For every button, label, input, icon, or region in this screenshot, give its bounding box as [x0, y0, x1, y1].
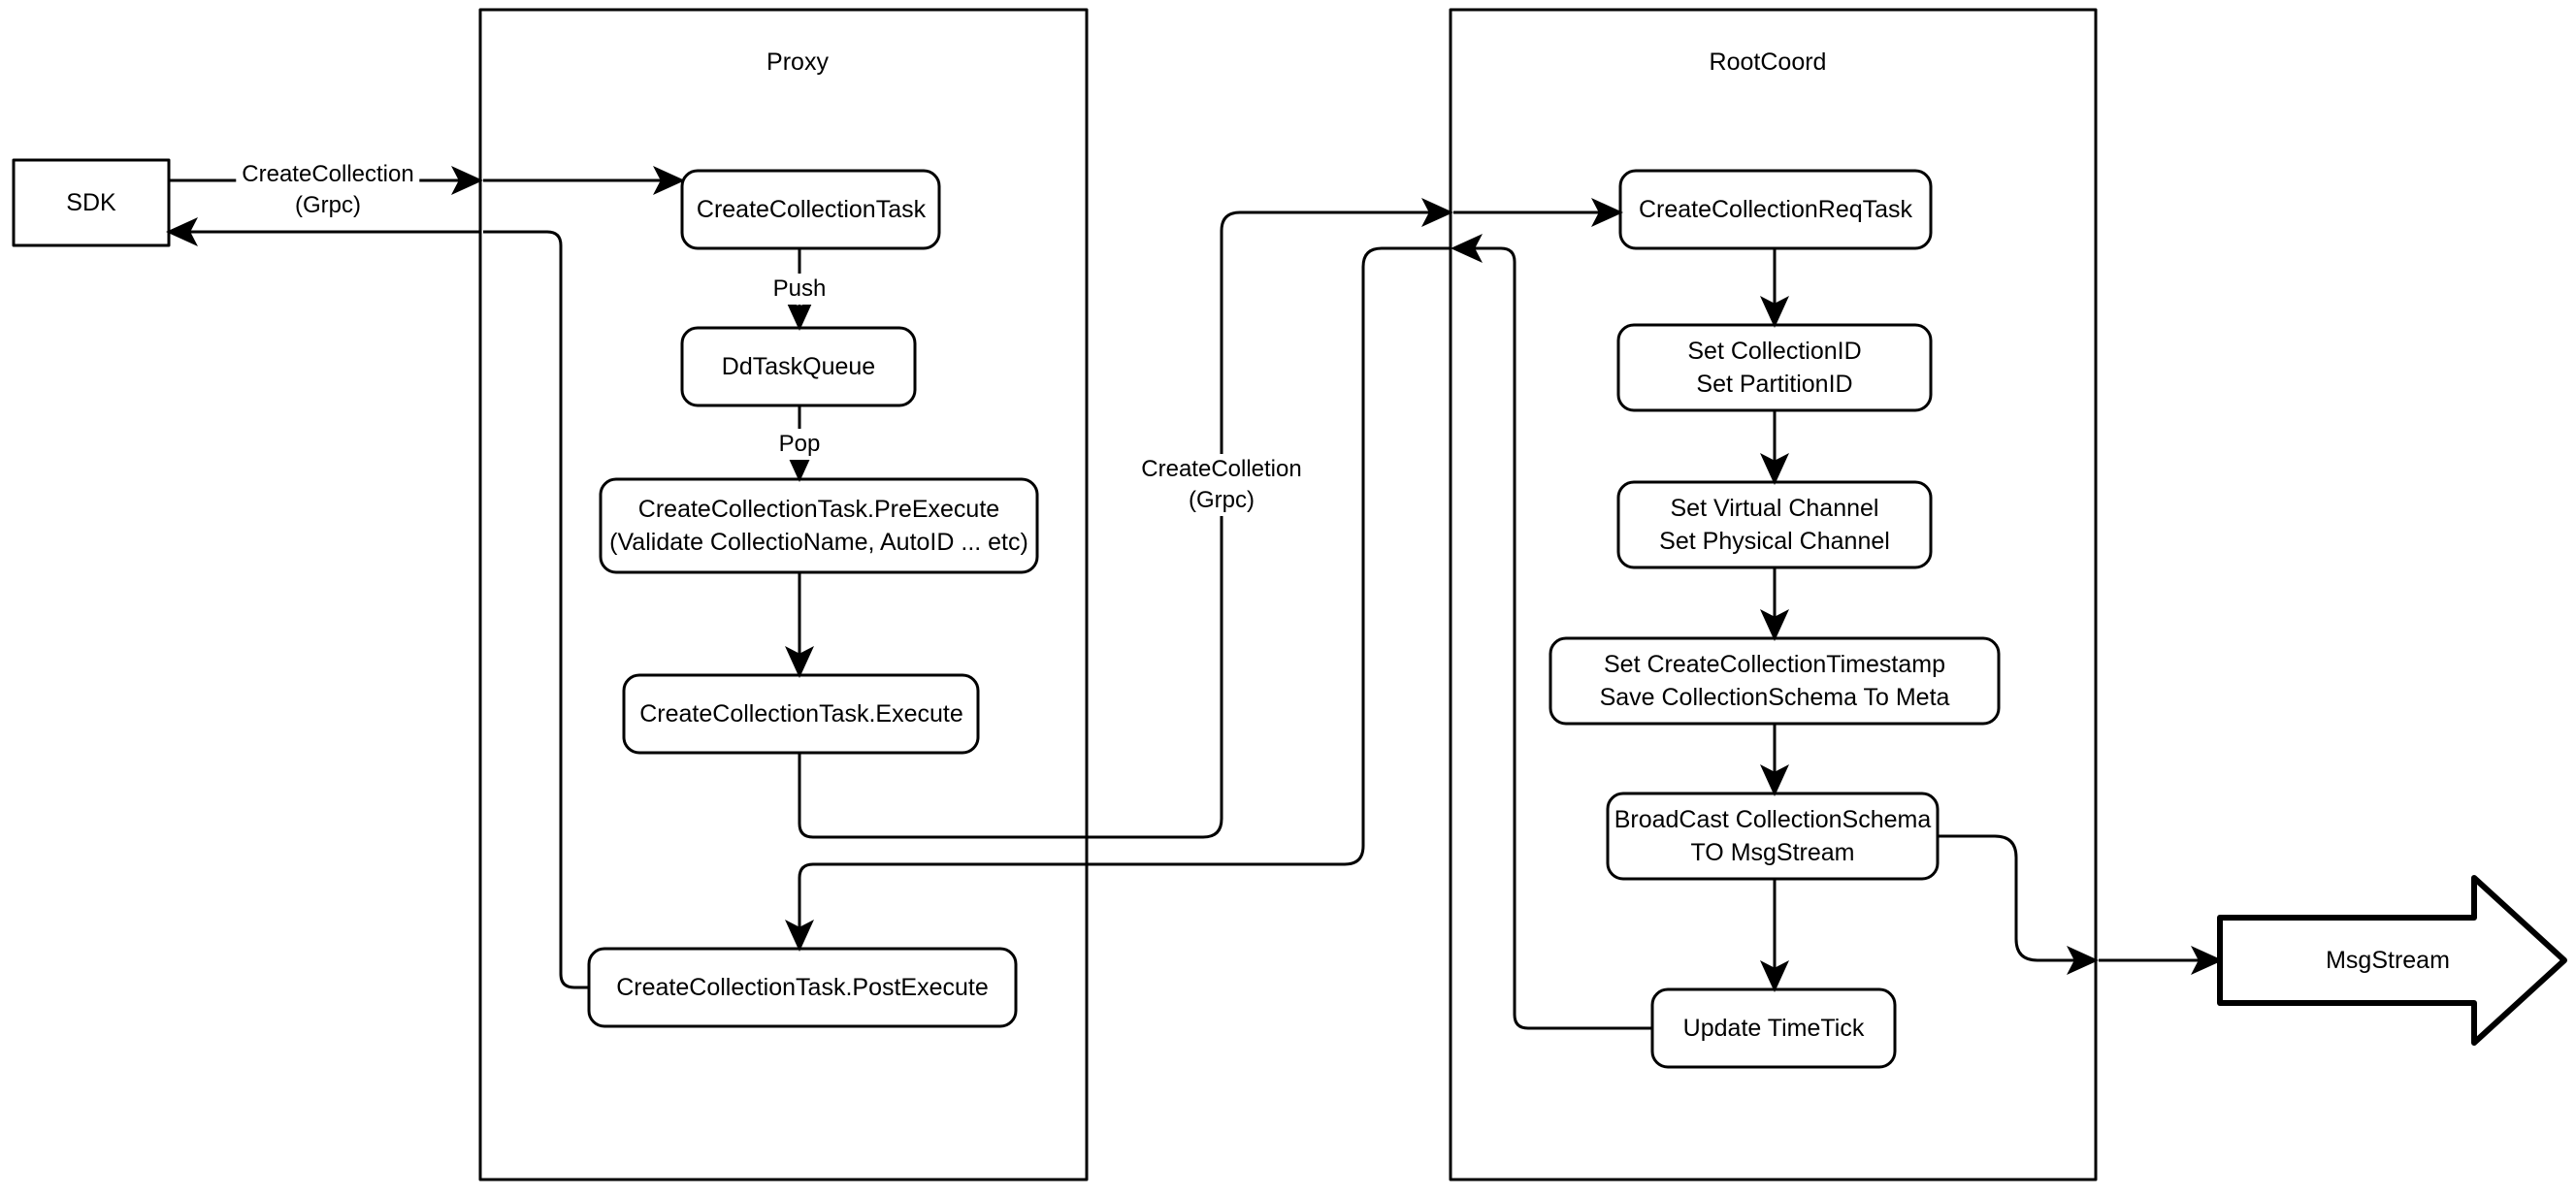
node-label-msgstream[interactable]: MsgStream: [2326, 947, 2450, 974]
node-label-set-channels[interactable]: Set Virtual Channel Set Physical Channel: [1659, 495, 1890, 555]
edge-label-proxy-grpc: CreateColletion (Grpc): [1135, 454, 1308, 516]
node-msgstream-shape: [2217, 875, 2567, 1046]
node-label-ddtaskqueue[interactable]: DdTaskQueue: [721, 353, 876, 380]
edge-rootcoord-return-1: [1084, 246, 1451, 866]
node-label-broadcast[interactable]: BroadCast CollectionSchema TO MsgStream: [1614, 806, 1932, 866]
edge-label-push: Push: [766, 274, 832, 305]
group-label-rootcoord: RootCoord: [1709, 49, 1827, 76]
edge-postexecute-to-sdkreturn: [483, 230, 589, 989]
edge-execute-to-rootcoord: [798, 753, 1084, 839]
edge-timetick-to-return: [1451, 234, 1652, 1030]
group-label-proxy: Proxy: [766, 49, 829, 76]
node-label-sdk[interactable]: SDK: [66, 189, 116, 216]
edge-label-sdk-grpc: CreateCollection (Grpc): [236, 159, 420, 221]
node-label-postexecute[interactable]: CreateCollectionTask.PostExecute: [616, 974, 989, 1001]
edge-label-pop: Pop: [772, 429, 827, 460]
node-label-preexecute[interactable]: CreateCollectionTask.PreExecute (Validat…: [609, 496, 1028, 556]
node-createcollectiontask-box: [680, 169, 941, 250]
node-label-update-timetick[interactable]: Update TimeTick: [1682, 1015, 1865, 1042]
node-label-save-meta[interactable]: Set CreateCollectionTimestamp Save Colle…: [1599, 651, 1950, 711]
node-label-execute[interactable]: CreateCollectionTask.Execute: [639, 700, 963, 728]
node-label-createcollectiontask[interactable]: CreateCollectionTask: [696, 196, 927, 223]
edge-execute-to-rootcoord-2: [1084, 198, 1453, 839]
node-preexecute-box: [599, 477, 1039, 574]
node-label-createcollectionreqtask[interactable]: CreateCollectionReqTask: [1638, 196, 1913, 223]
edge-broadcast-to-msgstream: [1938, 834, 2099, 975]
node-sdk-box: [12, 158, 171, 247]
node-label-set-ids[interactable]: Set CollectionID Set PartitionID: [1687, 338, 1862, 398]
edge-rootcoord-return-2: [785, 862, 1084, 952]
